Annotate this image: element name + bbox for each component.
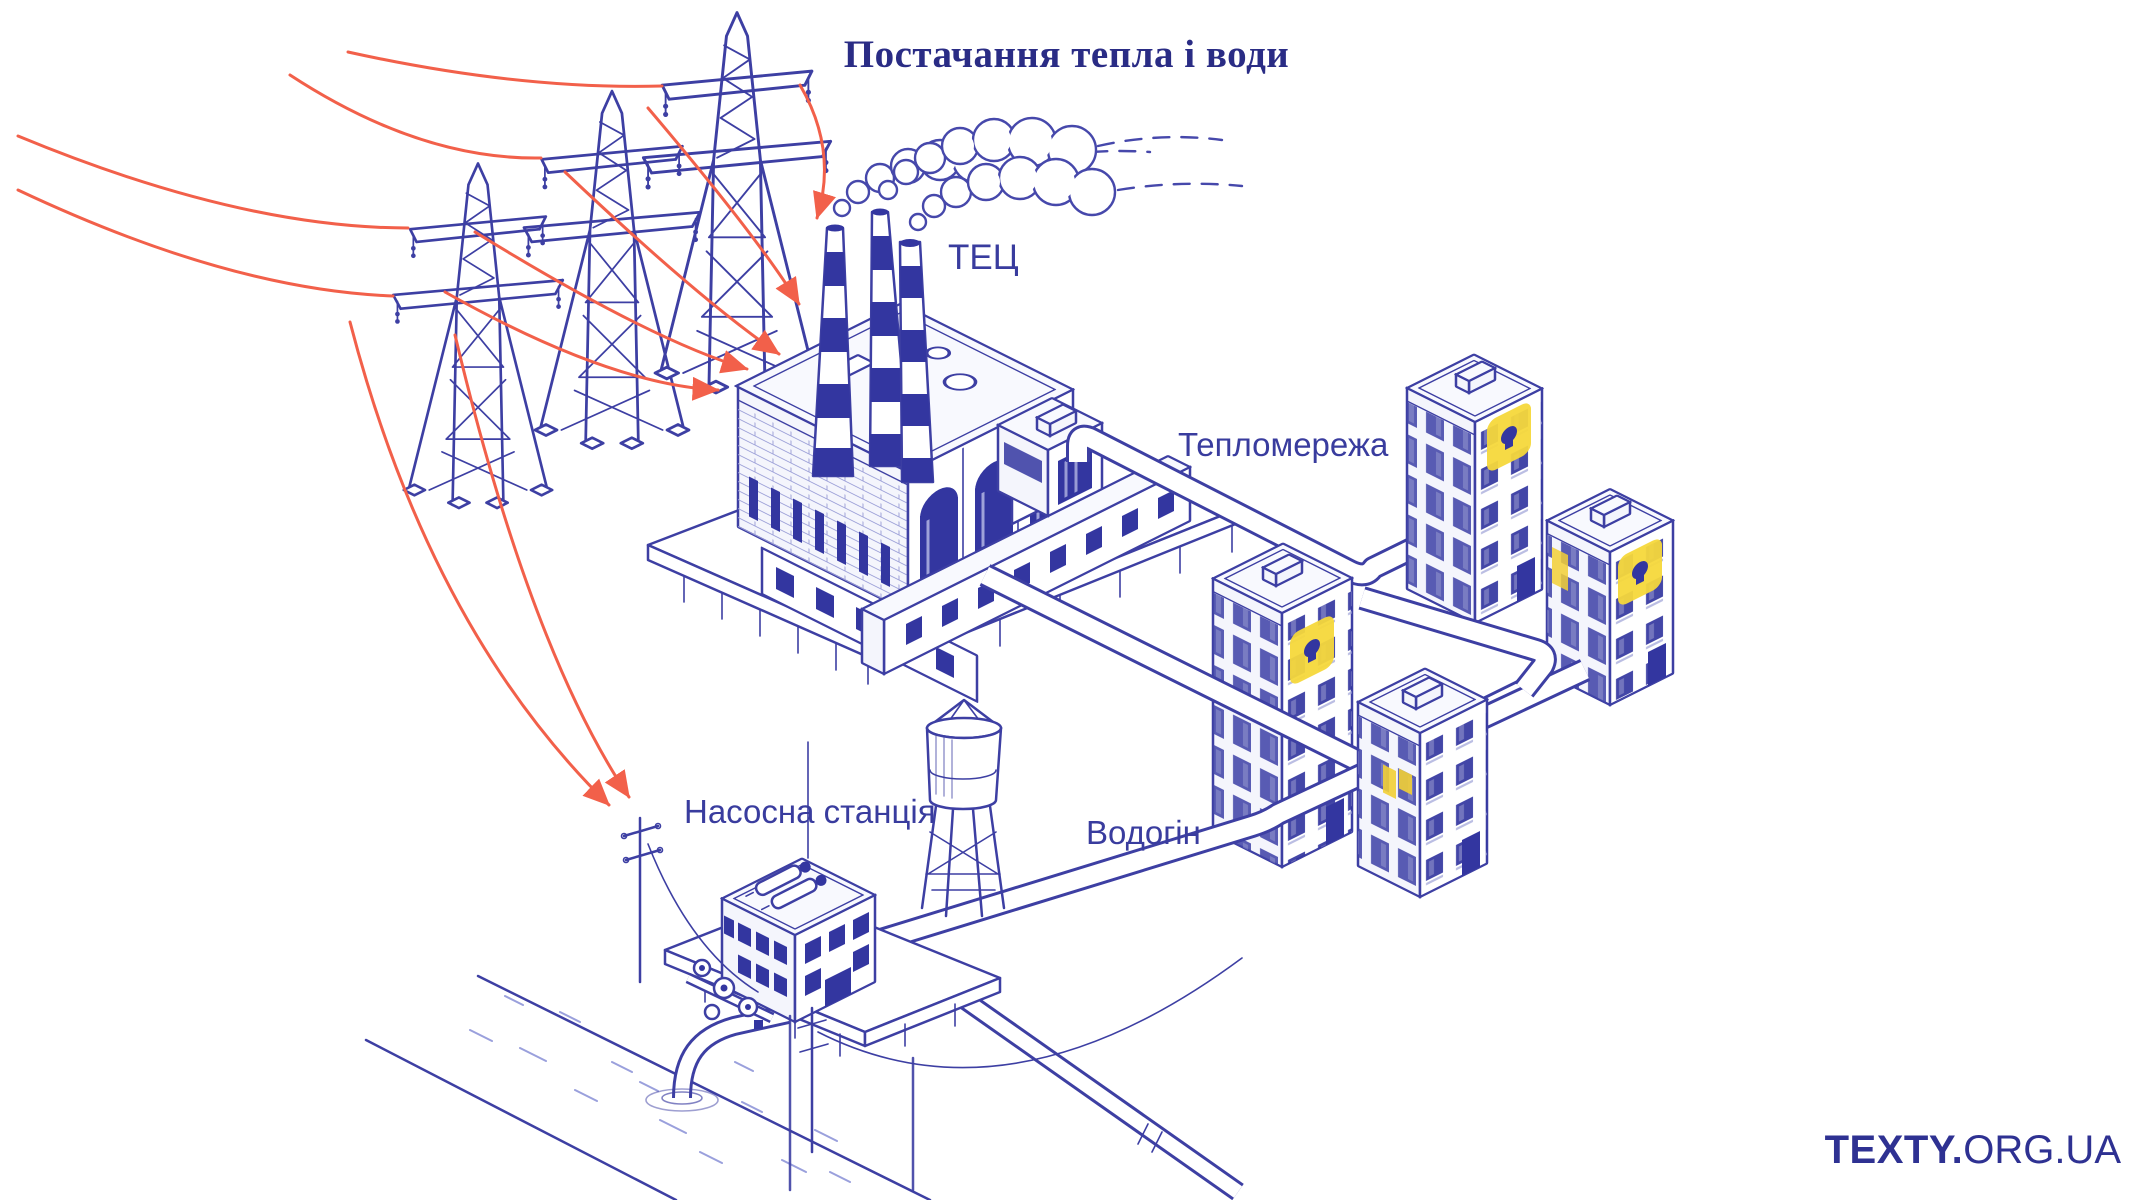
label-chp-plant: ТЕЦ <box>948 238 1019 277</box>
heat-pipe-junction <box>1358 586 1557 698</box>
apartment-building-top <box>1405 353 1544 625</box>
transmission-tower-3 <box>641 11 833 395</box>
pump-station <box>645 741 1244 1200</box>
utility-pole-2 <box>788 957 1243 1192</box>
smoke-plumes <box>832 116 1244 232</box>
texty-logo: TEXTY.ORG.UA <box>1825 1128 2121 1173</box>
chimney-1 <box>811 224 855 478</box>
roof-pumps <box>745 861 827 911</box>
utility-pole <box>620 816 759 993</box>
label-water-main: Водогін <box>1086 814 1201 851</box>
river-intake-pipe <box>645 1004 791 1112</box>
power-lines <box>16 50 836 807</box>
page-title: Постачання тепла і води <box>843 33 1290 76</box>
heat-pipe-main <box>1066 424 1538 587</box>
apartment-building-bottom <box>1356 667 1489 899</box>
apartment-building-right <box>1545 488 1675 707</box>
pump-machinery <box>685 958 775 1029</box>
texty-logo-rest: ORG.UA <box>1963 1128 2121 1172</box>
transmission-tower-1 <box>391 162 565 510</box>
label-pump-station: Насосна станція <box>684 793 936 830</box>
water-main-pipe <box>827 659 1591 970</box>
label-heat-network: Тепломережа <box>1178 426 1389 463</box>
water-tower <box>920 698 1006 918</box>
texty-logo-bold: TEXTY. <box>1824 1128 1964 1172</box>
pump-house <box>720 741 877 1024</box>
